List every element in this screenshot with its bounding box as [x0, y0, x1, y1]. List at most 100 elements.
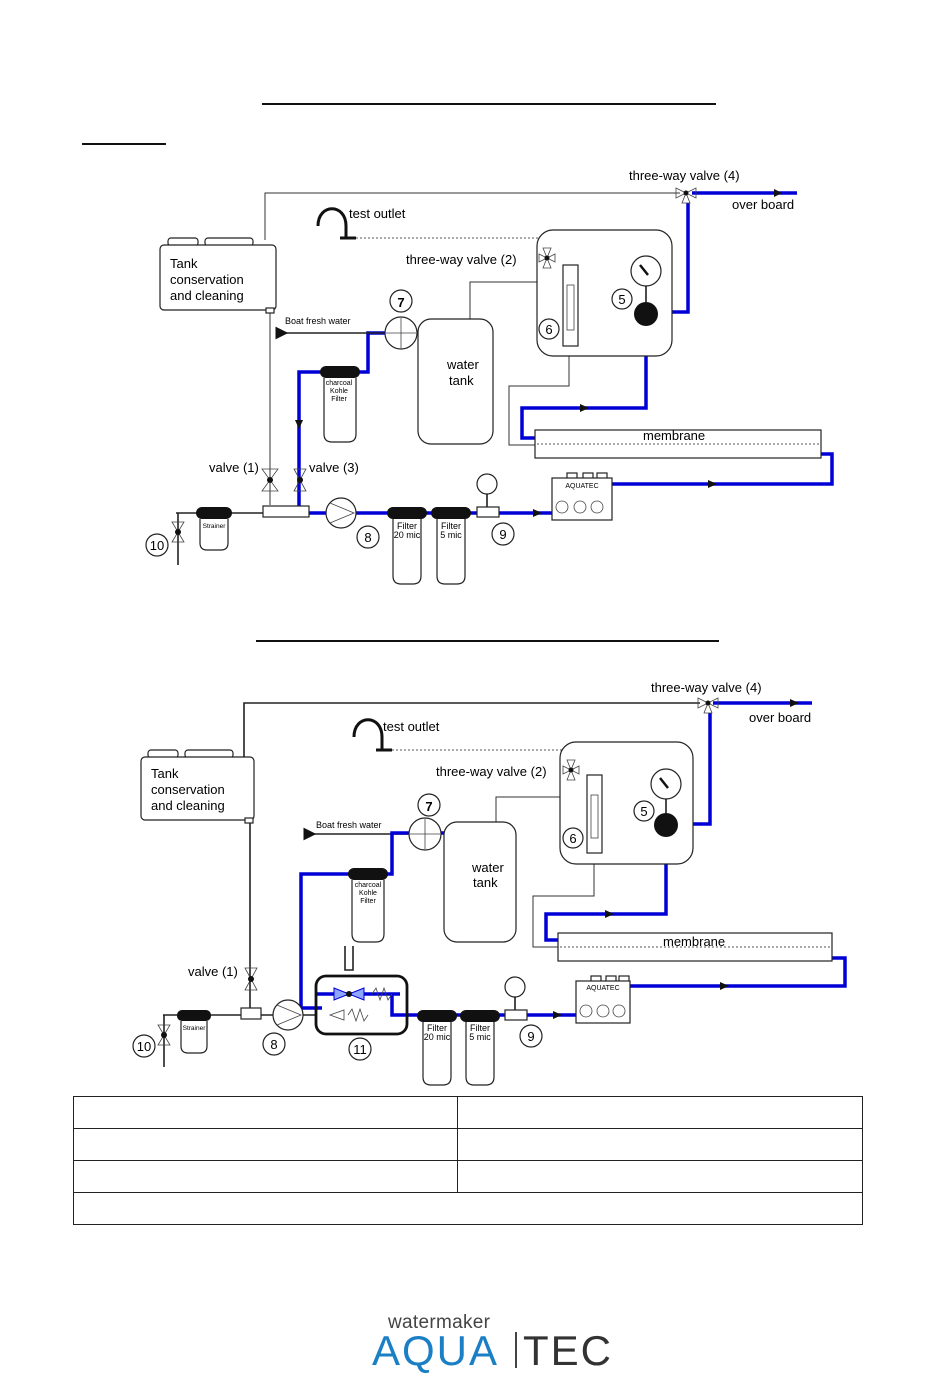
d1-num7: 7: [397, 295, 404, 310]
d1-valve10-icon: [171, 521, 185, 543]
d1-over-board-label: over board: [732, 197, 794, 212]
legend-table: [73, 1096, 863, 1225]
d1-num8: 8: [364, 530, 371, 545]
d1-arrow-membrane-in: [580, 404, 589, 412]
d1-arrow-overboard: [774, 189, 782, 197]
table-cell: [73, 1160, 458, 1193]
d2-tank-icon: [140, 749, 255, 824]
logo-watermaker-text: watermaker: [388, 1312, 491, 1333]
d2-filter5-label-2: 5 mic: [469, 1032, 491, 1042]
d1-manifold-icon: [262, 505, 310, 518]
d2-aquatec-label: AQUATEC: [586, 985, 619, 992]
d1-three-way-valve-4-label: three-way valve (4): [629, 168, 740, 183]
d2-gauge9-icon: [504, 976, 526, 998]
d1-num10-circle: [145, 533, 169, 557]
d1-pump8-icon: [325, 497, 357, 529]
d2-three-way-valve-4-icon: [697, 697, 719, 714]
d2-charcoal-label-3: Filter: [360, 898, 376, 905]
d2-valve1-label: valve (1): [188, 964, 238, 979]
table-cell: [457, 1096, 863, 1129]
table-cell: [73, 1096, 458, 1129]
d2-three-way-valve-4-label: three-way valve (4): [651, 680, 762, 695]
d2-valve10-icon: [157, 1024, 171, 1046]
d2-charcoal-label-1: charcoal: [355, 882, 382, 889]
d1-filter5-label-2: 5 mic: [440, 530, 462, 540]
d1-filter20-label-2: 20 mic: [394, 530, 421, 540]
d2-num8-circle: [262, 1032, 286, 1056]
d1-gauge9-icon: [476, 473, 498, 495]
d1-valve3-label: valve (3): [309, 460, 359, 475]
d2-pump8-icon: [272, 999, 304, 1031]
d2-num5: 5: [640, 804, 647, 819]
d1-tank-label-1: Tank: [170, 256, 198, 271]
d2-arrow-overboard: [790, 699, 799, 707]
d1-charcoal-label-3: Filter: [331, 396, 347, 403]
d1-charcoal-filter-icon: [320, 366, 360, 443]
d2-membrane-label: membrane: [663, 934, 725, 949]
d2-num6: 6: [569, 831, 576, 846]
d2-filter-20mic-icon: [417, 1010, 457, 1086]
d2-charcoal-left-pipe: [299, 872, 355, 1010]
d1-aquatec-label: AQUATEC: [565, 483, 598, 490]
d2-valve1-icon: [244, 967, 258, 991]
d2-tank-label-1: Tank: [151, 766, 179, 781]
d1-charcoal-label-1: charcoal: [326, 380, 353, 387]
d2-test-outlet-label: test outlet: [383, 719, 440, 734]
d2-num7-circle: [417, 793, 441, 817]
d1-three-way-valve-4-icon: [675, 187, 697, 204]
d2-num9: 9: [527, 1029, 534, 1044]
d1-valve3-icon: [293, 468, 307, 492]
table-row: [73, 1192, 863, 1225]
d2-tank-label-3: and cleaning: [151, 798, 225, 813]
d2-filter5-label-1: Filter: [470, 1023, 490, 1033]
logo-aqua-text: AQUA: [372, 1327, 500, 1374]
d1-flowmeter-icon: [562, 264, 579, 347]
d2-charcoal-label-2: Kohle: [359, 890, 377, 897]
table-cell: [457, 1128, 863, 1161]
d1-tank-label-3: and cleaning: [170, 288, 244, 303]
d1-three-way-valve-2-icon: [538, 247, 556, 269]
table-row: [73, 1096, 863, 1129]
d1-pump-icon: [634, 302, 658, 326]
d1-num8-circle: [356, 525, 380, 549]
d2-unit11-inlet: [344, 946, 354, 971]
d1-water-tank-label-1: water: [446, 357, 479, 372]
table-row: [73, 1128, 863, 1161]
d1-membrane-to-pump-pipe: [612, 452, 834, 486]
d2-pump-to-membrane-pipe: [544, 838, 668, 942]
d1-num7-circle: [389, 289, 413, 313]
d2-charcoal-filter-icon: [348, 868, 388, 943]
d2-num11: 11: [353, 1042, 367, 1057]
d1-three-way-valve-2-label: three-way valve (2): [406, 252, 517, 267]
d2-test-outlet-line: [380, 749, 572, 762]
d2-filter-5mic-icon: [460, 1010, 500, 1086]
d1-tank-label-2: conservation: [170, 272, 244, 287]
d2-arrow-membrane-in: [605, 910, 614, 918]
d2-strainer-label: Strainer: [183, 1025, 207, 1032]
d1-strainer-label: Strainer: [203, 523, 227, 530]
d1-num5-circle: [611, 288, 633, 310]
d2-water-tank-icon: [443, 821, 517, 943]
d2-num10: 10: [137, 1039, 151, 1054]
d2-num7: 7: [425, 799, 432, 814]
d2-boat-fresh-water-label: Boat fresh water: [316, 820, 382, 830]
d1-pump-to-membrane-pipe: [520, 326, 648, 440]
d1-num9-circle: [491, 522, 515, 546]
d1-arrow-aquatec: [708, 480, 717, 488]
d1-test-outlet-label: test outlet: [349, 206, 406, 221]
d2-num8: 8: [270, 1037, 277, 1052]
table-cell: [73, 1128, 458, 1161]
d1-membrane-label: membrane: [643, 428, 705, 443]
d2-three-way-valve-2-icon: [562, 759, 580, 781]
d1-tank-to-valve4-line: [264, 192, 680, 240]
d1-filter-20mic-icon: [387, 507, 427, 585]
d2-flowmeter-line: [532, 853, 595, 948]
d2-filter20-label-2: 20 mic: [424, 1032, 451, 1042]
d2-arrow-aquatec: [720, 982, 729, 990]
d2-pump-icon: [654, 813, 678, 837]
d2-unit11-valve-icon: [328, 986, 393, 1023]
d2-strainer-icon: [177, 1010, 211, 1054]
d2-tank-to-valve4-line: [243, 702, 700, 757]
d2-membrane-to-pump-pipe: [630, 956, 847, 988]
